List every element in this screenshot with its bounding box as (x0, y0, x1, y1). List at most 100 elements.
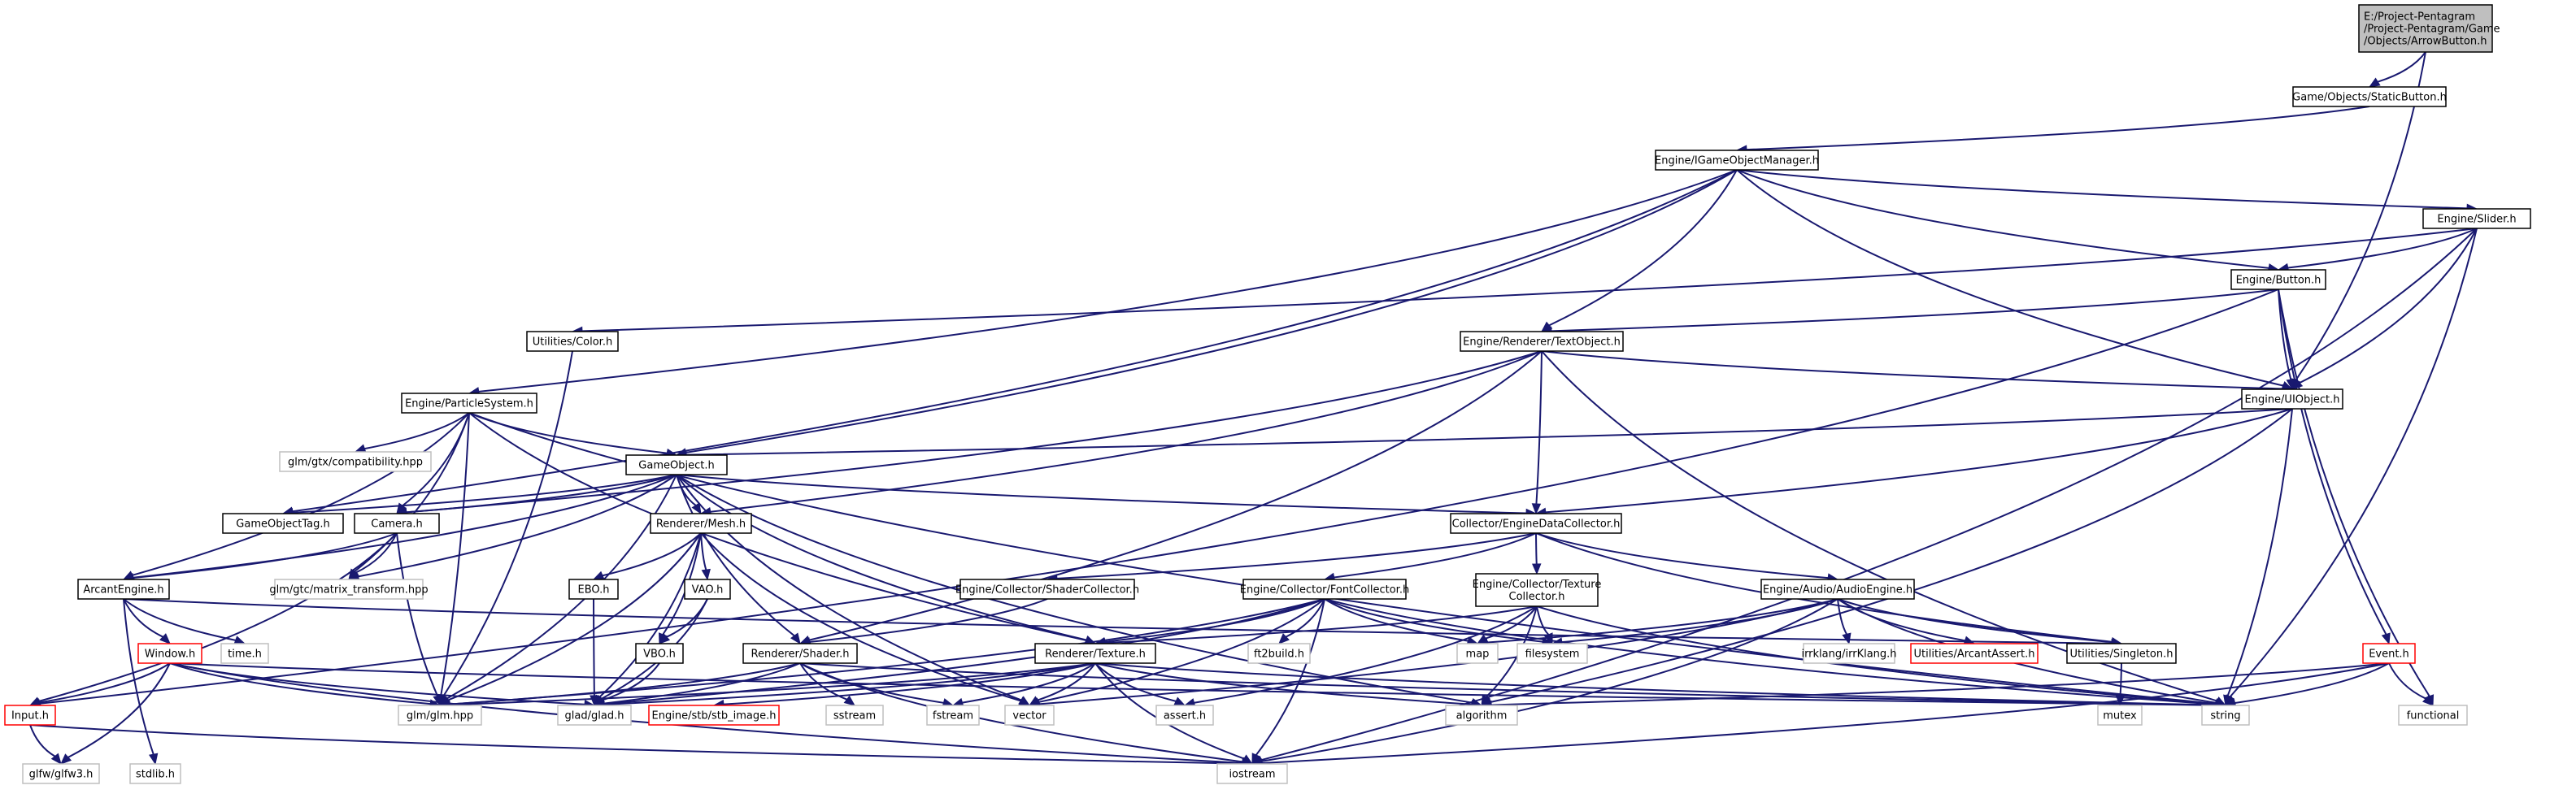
node-ebo[interactable]: EBO.h (568, 579, 619, 600)
edge-audio-to-irrklang (1837, 598, 1847, 635)
node-label: Engine/IGameObjectManager.h (1655, 155, 1819, 167)
node-slider[interactable]: Engine/Slider.h (2422, 208, 2531, 229)
node-box (1445, 705, 1518, 726)
node-label: time.h (228, 649, 262, 661)
node-label: Engine/Button.h (2236, 275, 2321, 287)
edge-camera-to-input (38, 532, 398, 702)
node-label: stdlib.h (136, 769, 175, 781)
node-textobject[interactable]: Engine/Renderer/TextObject.h (1460, 331, 1624, 352)
edge-textobject-to-edc (1535, 350, 1543, 505)
edge-vbo-to-glad (602, 662, 660, 701)
node-matrix: glm/gtc/matrix_transform.hpp (269, 579, 429, 600)
edge-texcol-to-filesystem (1536, 605, 1550, 636)
node-box (1242, 579, 1407, 600)
node-shader[interactable]: Renderer/Shader.h (742, 643, 858, 664)
node-box (220, 643, 269, 664)
node-color[interactable]: Utilities/Color.h (526, 331, 619, 352)
node-label: Engine/Collector/ShaderCollector.h (955, 584, 1139, 597)
arrowhead-mesh-to-vao (701, 568, 711, 581)
node-arcassert[interactable]: Utilities/ArcantAssert.h (1910, 643, 2039, 664)
edge-window-to-string (169, 662, 2217, 706)
edge-shader-to-glad (603, 662, 801, 705)
edge-mesh-to-ebo (602, 532, 702, 577)
node-root[interactable]: E:/Project-Pentagram/Project-Pentagram/G… (2358, 4, 2500, 53)
edge-arcant-to-singleton (123, 598, 2113, 644)
edge-fontcol-to-vector (1038, 598, 1325, 703)
node-event[interactable]: Event.h (2362, 643, 2416, 664)
node-audio[interactable]: Engine/Audio/AudioEngine.h (1760, 579, 1915, 600)
node-vbo[interactable]: VBO.h (635, 643, 684, 664)
node-box (684, 579, 731, 600)
node-iostream: iostream (1216, 763, 1288, 784)
edge-textobject-to-camera (406, 350, 1543, 514)
edge-event-to-algorithm (1490, 662, 2390, 706)
node-box (1910, 643, 2039, 664)
node-fontcol[interactable]: Engine/Collector/FontCollector.h (1240, 579, 1409, 600)
node-arcant[interactable]: ArcantEngine.h (77, 579, 170, 600)
node-box (398, 705, 482, 726)
node-label: Renderer/Shader.h (751, 649, 850, 661)
node-filesystem: filesystem (1516, 643, 1588, 664)
edge-particle-to-gameobject (468, 412, 668, 454)
node-string: string (2201, 705, 2250, 726)
node-label: Engine/UIObject.h (2245, 394, 2340, 406)
arrowhead-texture-to-vector (1028, 696, 1041, 706)
arrowhead-audio-to-irrklang (1842, 632, 1852, 645)
edge-shadercol-to-shader (809, 598, 1048, 643)
node-input[interactable]: Input.h (4, 705, 56, 726)
node-label: fstream (933, 710, 973, 722)
node-box (635, 643, 684, 664)
arrowhead-edc-to-texcol (1532, 563, 1542, 575)
edge-fontcol-to-glm (449, 598, 1325, 705)
node-particle[interactable]: Engine/ParticleSystem.h (401, 393, 537, 414)
node-shadercol[interactable]: Engine/Collector/ShaderCollector.h (955, 579, 1139, 600)
edge-particle-to-glm (440, 412, 470, 696)
node-vao[interactable]: VAO.h (684, 579, 731, 600)
node-gameobjecttag[interactable]: GameObjectTag.h (222, 513, 344, 534)
node-stbimage[interactable]: Engine/stb/stb_image.h (648, 705, 780, 726)
node-box (137, 643, 202, 664)
node-texture[interactable]: Renderer/Texture.h (1034, 643, 1156, 664)
edge-input-to-iostream (29, 724, 1243, 765)
node-label: Utilities/Singleton.h (2070, 649, 2174, 661)
edge-gameobject-to-glm (446, 474, 677, 700)
node-irrklang: irrklang/irrKlang.h (1801, 643, 1897, 664)
node-gameobject[interactable]: GameObject.h (625, 454, 728, 475)
edge-event-to-functional (2388, 662, 2426, 700)
node-igom[interactable]: Engine/IGameObjectManager.h (1655, 150, 1819, 171)
edge-edc-to-singleton (1535, 532, 2113, 643)
node-box (2241, 388, 2343, 410)
edge-event-to-string (2234, 662, 2390, 704)
node-box (77, 579, 170, 600)
edge-uiobject-to-string (2226, 408, 2293, 696)
arrowhead-texcol-to-algorithm (1481, 694, 1491, 707)
node-camera[interactable]: Camera.h (354, 513, 440, 534)
edge-texture-to-fstream (962, 662, 1096, 704)
edge-edc-to-texcol (1535, 532, 1538, 565)
arrowhead-shader-to-sstream (843, 695, 856, 706)
edge-gameobject-to-texture (676, 474, 1087, 641)
edge-window-to-glm (169, 662, 431, 705)
edge-window-to-glfw (67, 662, 171, 758)
node-singleton[interactable]: Utilities/Singleton.h (2066, 643, 2177, 664)
edge-shader-to-sstream (799, 662, 847, 701)
node-label: irrklang/irrKlang.h (1801, 649, 1896, 661)
node-box (1034, 643, 1156, 664)
arrowhead-button-to-uiobject (2286, 378, 2295, 391)
node-window[interactable]: Window.h (137, 643, 202, 664)
node-button[interactable]: Engine/Button.h (2230, 269, 2326, 290)
node-box (274, 579, 424, 600)
edge-arcant-to-stdlib (123, 598, 154, 755)
node-box (625, 454, 728, 475)
node-box (2358, 4, 2493, 53)
node-label: ft2build.h (1254, 649, 1304, 661)
node-label: Renderer/Texture.h (1045, 649, 1146, 661)
edge-slider-to-button (2287, 228, 2478, 269)
node-edc[interactable]: Collector/EngineDataCollector.h (1450, 513, 1622, 534)
node-mesh[interactable]: Renderer/Mesh.h (650, 513, 752, 534)
edge-igom-to-textobject (1548, 169, 1738, 327)
node-staticbutton[interactable]: Game/Objects/StaticButton.h (2292, 86, 2447, 107)
node-uiobject[interactable]: Engine/UIObject.h (2241, 388, 2343, 410)
edge-audio-to-iostream (1261, 598, 1838, 762)
